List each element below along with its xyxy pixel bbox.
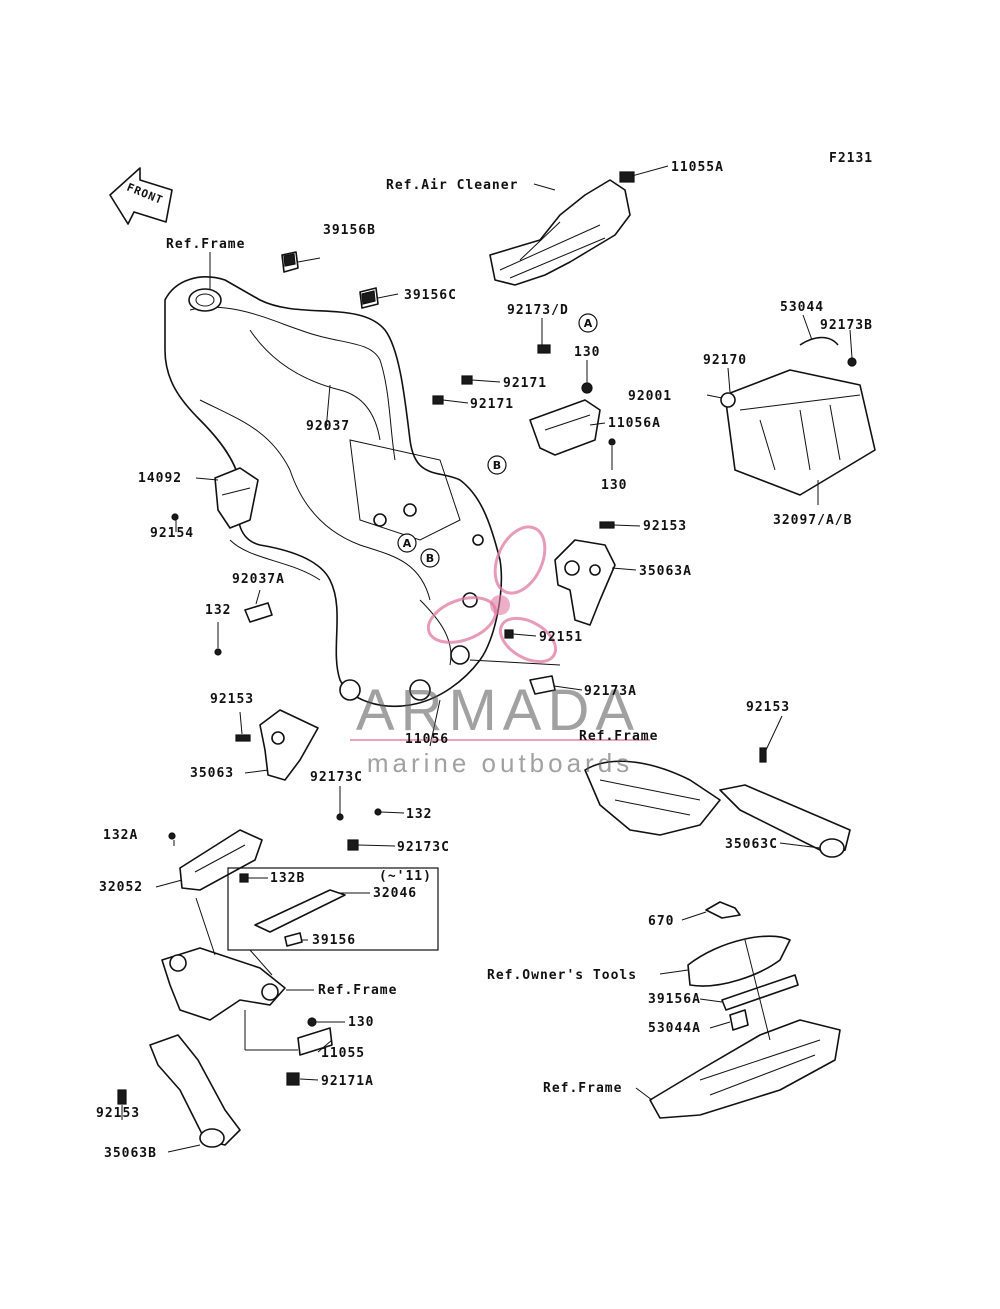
label-92037: 92037 <box>306 419 350 434</box>
label-ref-frame-top: Ref.Frame <box>166 237 245 252</box>
rubber-block-39156b <box>281 251 299 273</box>
label-130-b: 130 <box>601 478 627 493</box>
watermark-brand: ARMADA <box>356 678 640 743</box>
leader-lines <box>121 165 853 1153</box>
label-92173c-a: 92173C <box>310 770 363 785</box>
label-11055: 11055 <box>321 1046 365 1061</box>
label-92037a: 92037A <box>232 572 285 587</box>
label-132-b: 132 <box>406 807 432 822</box>
armada-watermark: ARMADA marine outboards <box>350 525 650 778</box>
label-35063a: 35063A <box>639 564 692 579</box>
tool-kit-drawing <box>649 901 841 1119</box>
label-ref-frame-mid: Ref.Frame <box>579 729 658 744</box>
footrest-bracket-35063-drawing <box>259 709 319 781</box>
label-35063c: 35063C <box>725 837 778 852</box>
rear-footrest-35063c-drawing <box>584 760 851 858</box>
label-92153-c: 92153 <box>746 700 790 715</box>
callout-a-upper: A <box>578 313 598 333</box>
label-ref-air-cleaner: Ref.Air Cleaner <box>386 178 518 193</box>
footrest-bracket-35063a-drawing <box>554 539 616 626</box>
label-14092: 14092 <box>138 471 182 486</box>
label-92171-a: 92171 <box>503 376 547 391</box>
label-92001: 92001 <box>628 389 672 404</box>
label-ref-frame-bottom: Ref.Frame <box>543 1081 622 1096</box>
label-32052: 32052 <box>99 880 143 895</box>
label-39156: 39156 <box>312 933 356 948</box>
label-92173b: 92173B <box>820 318 873 333</box>
label-130-c: 130 <box>348 1015 374 1030</box>
label-92154: 92154 <box>150 526 194 541</box>
label-92153-d: 92153 <box>96 1106 140 1121</box>
label-132-a: 132 <box>205 603 231 618</box>
air-cleaner-drawing <box>489 171 635 286</box>
label-32097ab: 32097/A/B <box>773 513 852 528</box>
bracket-11056a-drawing <box>529 399 601 456</box>
callout-b-lower: B <box>420 548 440 568</box>
svg-text:B: B <box>493 459 501 472</box>
main-frame-drawing <box>164 276 503 708</box>
inset-box-11 <box>227 867 439 951</box>
label-92171-b: 92171 <box>470 397 514 412</box>
bracket-14092-drawing <box>214 467 259 529</box>
left-rear-footrest-35063b-drawing <box>149 947 286 1148</box>
label-53044: 53044 <box>780 300 824 315</box>
label-39156c: 39156C <box>404 288 457 303</box>
label-132b: 132B <box>270 871 305 886</box>
label-11-note: (~'11) <box>379 869 432 884</box>
label-ref-owners-tools: Ref.Owner's Tools <box>487 968 637 983</box>
propeller-logo-icon <box>426 525 557 664</box>
label-39156a: 39156A <box>648 992 701 1007</box>
svg-text:B: B <box>426 552 434 565</box>
label-92153-b: 92153 <box>210 692 254 707</box>
label-132a: 132A <box>103 828 138 843</box>
label-32046: 32046 <box>373 886 417 901</box>
label-35063: 35063 <box>190 766 234 781</box>
label-92173d: 92173/D <box>507 303 569 318</box>
label-92153-a: 92153 <box>643 519 687 534</box>
front-arrow-icon: FRONT <box>109 167 173 225</box>
label-35063b: 35063B <box>104 1146 157 1161</box>
svg-text:A: A <box>403 537 412 550</box>
label-11056a: 11056A <box>608 416 661 431</box>
label-130-a: 130 <box>574 345 600 360</box>
label-92170: 92170 <box>703 353 747 368</box>
rubber-block-39156c <box>359 287 379 309</box>
small-fasteners <box>117 344 767 1105</box>
part-labels: F2131 Ref.Air Cleaner 11055A Ref.Frame 3… <box>96 151 873 1161</box>
watermark-tagline: marine outboards <box>367 748 633 778</box>
label-11056: 11056 <box>405 732 449 747</box>
label-92173a: 92173A <box>584 684 637 699</box>
svg-text:A: A <box>584 317 593 330</box>
callout-a-lower: A <box>397 533 417 553</box>
label-39156b: 39156B <box>323 223 376 238</box>
figure-code: F2131 <box>829 151 873 166</box>
label-92151: 92151 <box>539 630 583 645</box>
callout-b-upper: B <box>487 455 507 475</box>
label-11055a: 11055A <box>671 160 724 175</box>
label-670: 670 <box>648 914 674 929</box>
guard-32052-drawing <box>179 829 263 891</box>
label-92171a: 92171A <box>321 1074 374 1089</box>
label-53044a: 53044A <box>648 1021 701 1036</box>
label-92173c-b: 92173C <box>397 840 450 855</box>
label-ref-frame-low: Ref.Frame <box>318 983 397 998</box>
battery-case-drawing <box>720 336 876 496</box>
